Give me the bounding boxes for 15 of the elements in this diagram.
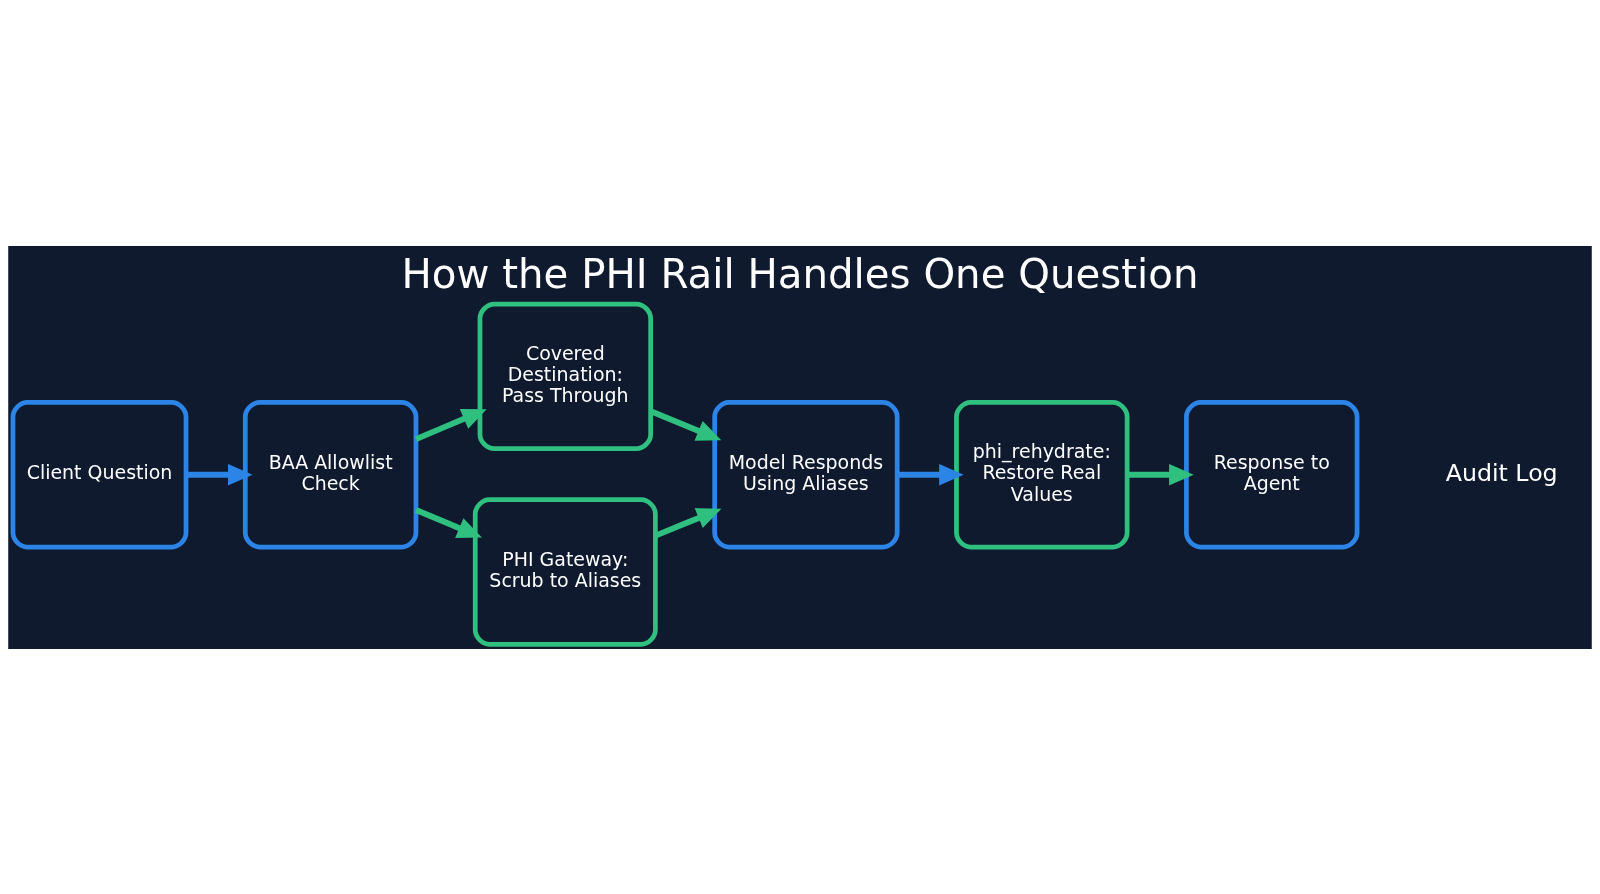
arrow (897, 463, 964, 485)
arrow (654, 507, 722, 538)
arrow (1127, 463, 1194, 485)
node-box: Client Question (10, 399, 189, 549)
node-box: Model Responds Using Aliases (712, 399, 900, 549)
node-box: PHI Gateway: Scrub to Aliases (472, 496, 658, 647)
node-box: Covered Destination: Pass Through (477, 301, 653, 451)
arrow (414, 506, 482, 538)
diagram-title: How the PHI Rail Handles One Question (401, 250, 1199, 298)
label: Audit Log (1445, 458, 1558, 487)
node-box: phi_rehydrate: Restore Real Values (954, 399, 1130, 549)
node-box: BAA Allowlist Check (242, 399, 419, 549)
node-box: Response to Agent (1184, 399, 1360, 549)
arrow (186, 463, 253, 485)
arrow (414, 408, 487, 442)
